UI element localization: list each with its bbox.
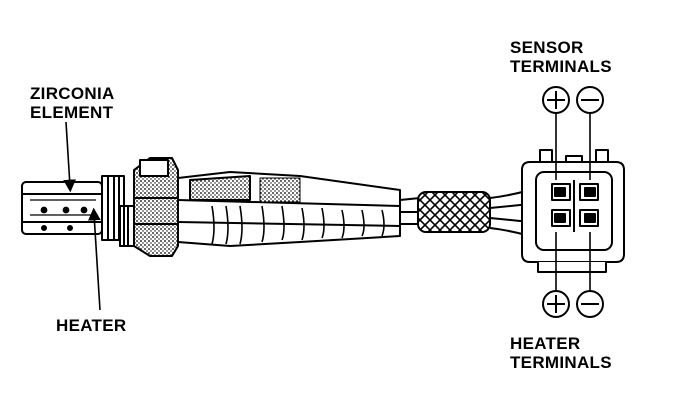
sensor-minus-icon (576, 86, 604, 114)
zirconia-label-line1: ZIRCONIA (30, 84, 115, 103)
heater-label: HEATER (56, 316, 127, 335)
braided-sleeve (417, 191, 491, 233)
sensor-plus-icon (542, 86, 570, 114)
heater-terminals-label: HEATER TERMINALS (510, 334, 612, 372)
heater-plus-icon (542, 290, 570, 318)
sensor-label-line2: TERMINALS (510, 57, 612, 76)
heater-leader (88, 207, 101, 311)
sensor-body (177, 171, 401, 247)
terminal-leaders (555, 112, 591, 290)
heater-term-label-line1: HEATER (510, 334, 581, 353)
zirconia-label-line2: ELEMENT (30, 103, 114, 122)
zirconia-leader (63, 121, 76, 193)
zirconia-element-label: ZIRCONIA ELEMENT (30, 84, 115, 122)
heater-term-label-line2: TERMINALS (510, 353, 612, 372)
sensor-collar (101, 175, 137, 247)
lead-wires (399, 197, 421, 225)
hex-nut (133, 157, 179, 257)
sensor-label-line1: SENSOR (510, 38, 584, 57)
heater-minus-icon (576, 290, 604, 318)
connector-housing (521, 149, 625, 273)
sensor-terminals-label: SENSOR TERMINALS (510, 38, 612, 76)
probe-tip (21, 181, 103, 235)
